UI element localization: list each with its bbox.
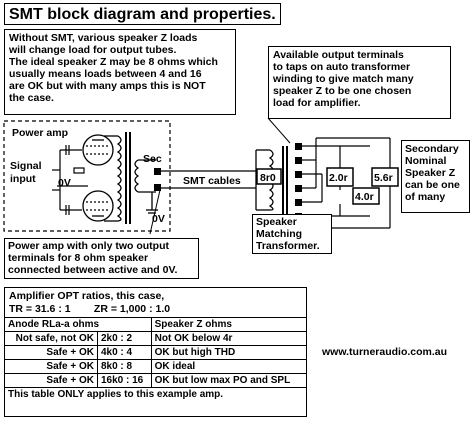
power-amp-label: Power amp bbox=[12, 127, 68, 139]
output-tubes bbox=[82, 134, 114, 222]
row-status: Safe + OK bbox=[5, 345, 98, 360]
row-status: Not safe, not OK bbox=[5, 331, 98, 346]
website-link[interactable]: www.turneraudio.com.au bbox=[322, 346, 448, 358]
tap-2r0-label: 2.0r bbox=[329, 172, 348, 184]
signal-label-line-2: input bbox=[10, 173, 36, 185]
row-ratio: 16k0 : 16 bbox=[96, 373, 152, 388]
row-ratio: 2k0 : 2 bbox=[96, 331, 152, 346]
speaker-matching-transformer bbox=[256, 146, 288, 214]
row-note: OK but low max PO and SPL bbox=[150, 373, 306, 388]
table-row: Safe + OK 16k0 : 16 OK but low max PO an… bbox=[5, 373, 306, 388]
sec-label: Sec bbox=[143, 153, 162, 165]
amp-output-terminal-ground bbox=[154, 184, 161, 191]
intro-note: Without SMT, various speaker Z loads wil… bbox=[4, 29, 236, 115]
row-note: OK ideal bbox=[150, 359, 306, 374]
tap-terminals bbox=[295, 143, 302, 220]
tap-8r0-box bbox=[256, 168, 282, 185]
amp-caption: Power amp with only two output terminals… bbox=[4, 238, 199, 279]
output-0v-label: 0V bbox=[152, 213, 165, 225]
table-row: Not safe, not OK 2k0 : 2 Not OK below 4r bbox=[5, 331, 306, 346]
amp-output-terminal-active bbox=[154, 168, 161, 175]
signal-input-label: Signal input bbox=[10, 160, 44, 185]
tap-5r6-box bbox=[371, 167, 399, 187]
tap-5r6-label: 5.6r bbox=[374, 172, 393, 184]
row-note: Not OK below 4r bbox=[150, 331, 306, 346]
row-note: OK but high THD bbox=[150, 345, 306, 360]
col-speaker-header: Speaker Z ohms bbox=[150, 317, 306, 332]
row-status: Safe + OK bbox=[5, 373, 98, 388]
tap-4r0-box bbox=[352, 187, 380, 205]
smt-cables bbox=[161, 150, 257, 210]
ratio-grid: Anode RLa-a ohms Speaker Z ohms Not safe… bbox=[5, 317, 306, 401]
diagram-title: SMT block diagram and properties. bbox=[4, 3, 281, 25]
tr-line: TR = 31.6 : 1 ZR = 1,000 : 1.0 bbox=[9, 303, 171, 315]
secondary-note: Secondary Nominal Speaker Z can be one o… bbox=[401, 140, 470, 213]
col-anode-header: Anode RLa-a ohms bbox=[5, 317, 152, 332]
smt-cables-label: SMT cables bbox=[183, 175, 241, 187]
table-footer-row: This table ONLY applies to this example … bbox=[5, 387, 306, 401]
input-circuit bbox=[52, 145, 88, 215]
row-ratio: 4k0 : 4 bbox=[96, 345, 152, 360]
tap-4r0-label: 4.0r bbox=[355, 191, 374, 203]
power-amp-outline bbox=[3, 120, 171, 232]
row-ratio: 8k0 : 8 bbox=[96, 359, 152, 374]
tap-2r0-box bbox=[326, 167, 354, 187]
table-row: Safe + OK 8k0 : 8 OK ideal bbox=[5, 359, 306, 374]
input-0v-label: 0V bbox=[58, 177, 71, 189]
table-row: Safe + OK 4k0 : 4 OK but high THD bbox=[5, 345, 306, 360]
ratio-table: Amplifier OPT ratios, this case, TR = 31… bbox=[4, 287, 307, 417]
table-header-row: Anode RLa-a ohms Speaker Z ohms bbox=[5, 317, 306, 332]
row-status: Safe + OK bbox=[5, 359, 98, 374]
signal-label-line-1: Signal bbox=[10, 160, 42, 172]
opt-line: Amplifier OPT ratios, this case, bbox=[9, 290, 165, 302]
terminals-note: Available output terminals to taps on au… bbox=[268, 46, 451, 119]
tap-8r0-label: 8r0 bbox=[260, 172, 276, 184]
output-transformer bbox=[104, 132, 158, 224]
smt-caption: Speaker Matching Transformer. bbox=[252, 214, 332, 254]
table-footer: This table ONLY applies to this example … bbox=[5, 387, 306, 401]
